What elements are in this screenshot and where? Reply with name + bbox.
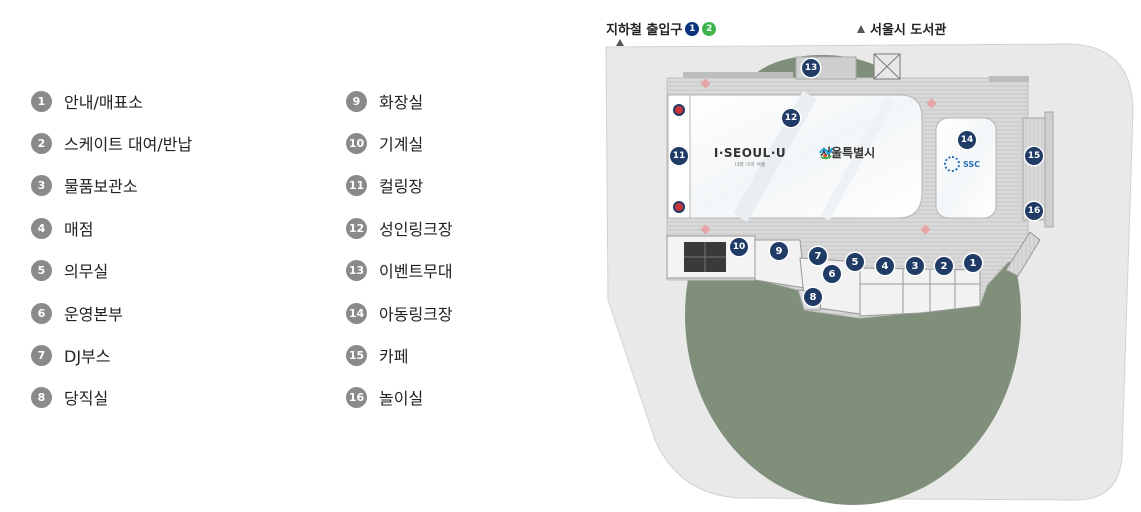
- stage-side: [989, 76, 1029, 82]
- legend-item: 12 성인링크장: [346, 215, 453, 241]
- legend-item: 4 매점: [31, 215, 93, 241]
- legend-number: 16: [346, 386, 367, 408]
- legend-label: 안내/매표소: [64, 93, 143, 112]
- legend-number: 6: [31, 302, 52, 324]
- legend-item: 1 안내/매표소: [31, 88, 143, 114]
- subway-arrow-icon: [616, 39, 624, 46]
- legend-number: 10: [346, 132, 367, 154]
- legend-number: 12: [346, 217, 367, 239]
- legend-number: 4: [31, 217, 52, 239]
- legend-number: 1: [31, 90, 52, 112]
- legend-label: 기계실: [379, 135, 424, 154]
- map-marker-11: 11: [670, 147, 688, 165]
- legend-item: 8 당직실: [31, 384, 108, 410]
- subway-entrance-label: 지하철 출입구 1 2: [606, 19, 717, 38]
- curling-house: [673, 201, 685, 213]
- seoul-brand-logo: I·SEOUL·U 너와 나의 서울: [710, 146, 790, 168]
- legend-item: 3 물품보관소: [31, 172, 138, 198]
- legend-label: 화장실: [379, 93, 424, 112]
- side-stairs: [1005, 231, 1041, 277]
- library-arrow-icon: [857, 24, 865, 33]
- map-marker-14: 14: [958, 131, 976, 149]
- legend-number: 11: [346, 174, 367, 196]
- map-marker-5: 5: [846, 253, 864, 271]
- rink-map: 지하철 출입구 1 2 서울시 도서관: [560, 0, 1141, 512]
- legend-item: 10 기계실: [346, 130, 423, 156]
- legend-item: 15 카페: [346, 342, 408, 368]
- legend-number: 13: [346, 259, 367, 281]
- map-marker-9: 9: [770, 242, 788, 260]
- legend-label: 아동링크장: [379, 305, 453, 324]
- map-marker-15: 15: [1025, 147, 1043, 165]
- map-marker-8: 8: [804, 288, 822, 306]
- map-drawing: [605, 43, 1134, 505]
- library-text: 서울시 도서관: [870, 23, 947, 38]
- legend-item: 9 화장실: [346, 88, 423, 114]
- kids-rink: [935, 117, 997, 219]
- legend-number: 9: [346, 90, 367, 112]
- legend-label: 물품보관소: [64, 177, 138, 196]
- ssc-text: SSC: [963, 159, 981, 169]
- legend-label: 스케이트 대여/반납: [64, 135, 193, 154]
- legend-number: 8: [31, 386, 52, 408]
- map-marker-10: 10: [730, 238, 748, 256]
- legend-item: 6 운영본부: [31, 300, 123, 326]
- legend-label: 매점: [64, 220, 94, 239]
- legend-label: 놀이실: [379, 389, 424, 408]
- subway-entrance-text: 지하철 출입구: [606, 23, 683, 38]
- map-marker-2: 2: [935, 257, 953, 275]
- legend-number: 7: [31, 344, 52, 366]
- deck-marker: [920, 224, 931, 235]
- map-marker-12: 12: [782, 109, 800, 127]
- map-marker-6: 6: [823, 265, 841, 283]
- map-marker-7: 7: [809, 247, 827, 265]
- legend-item: 14 아동링크장: [346, 300, 453, 326]
- ssc-emblem-icon: [944, 156, 960, 172]
- map-marker-1: 1: [964, 254, 982, 272]
- legend-label: 의무실: [64, 262, 109, 281]
- service-rooms: [859, 267, 981, 317]
- cafe-strip-outer: [1044, 111, 1054, 228]
- legend-label: 컬링장: [379, 177, 424, 196]
- legend-label: 당직실: [64, 389, 109, 408]
- legend-item: 13 이벤트무대: [346, 257, 453, 283]
- ssc-logo: SSC: [944, 156, 980, 172]
- legend-label: 이벤트무대: [379, 262, 453, 281]
- library-label: 서울시 도서관: [857, 19, 946, 38]
- legend-label: 성인링크장: [379, 220, 453, 239]
- map-marker-16: 16: [1025, 202, 1043, 220]
- legend: 1 안내/매표소 2 스케이트 대여/반납 3 물품보관소 4 매점 5 의무실…: [0, 0, 560, 512]
- subway-line-1-badge: 1: [685, 21, 700, 36]
- legend-label: 카페: [379, 347, 409, 366]
- map-marker-4: 4: [876, 257, 894, 275]
- legend-number: 3: [31, 174, 52, 196]
- legend-item: 2 스케이트 대여/반납: [31, 130, 192, 156]
- seoul-city-logo: 서울특별시: [818, 144, 875, 161]
- legend-item: 11 컬링장: [346, 172, 423, 198]
- legend-label: 운영본부: [64, 305, 123, 324]
- deck-marker: [926, 98, 937, 109]
- legend-label: DJ부스: [64, 347, 111, 366]
- seoul-city-text: 서울특별시: [820, 146, 876, 160]
- ice-reflection: [820, 97, 895, 221]
- seoul-brand-text: I·SEOUL·U: [713, 146, 787, 160]
- legend-item: 16 놀이실: [346, 384, 423, 410]
- subway-line-2-badge: 2: [702, 21, 717, 36]
- legend-item: 5 의무실: [31, 257, 108, 283]
- lift-box-cross: [873, 53, 901, 80]
- deck-marker: [700, 78, 711, 89]
- seoul-brand-subtext: 너와 나의 서울: [734, 162, 766, 168]
- curling-house: [673, 104, 685, 116]
- map-marker-13: 13: [802, 59, 820, 77]
- legend-number: 15: [346, 344, 367, 366]
- legend-item: 7 DJ부스: [31, 342, 110, 368]
- seoul-city-icon: [819, 147, 833, 160]
- legend-number: 2: [31, 132, 52, 154]
- map-marker-3: 3: [906, 257, 924, 275]
- adult-rink: [677, 94, 923, 219]
- legend-number: 14: [346, 302, 367, 324]
- stage-side: [683, 72, 793, 78]
- deck-marker: [700, 224, 711, 235]
- legend-number: 5: [31, 259, 52, 281]
